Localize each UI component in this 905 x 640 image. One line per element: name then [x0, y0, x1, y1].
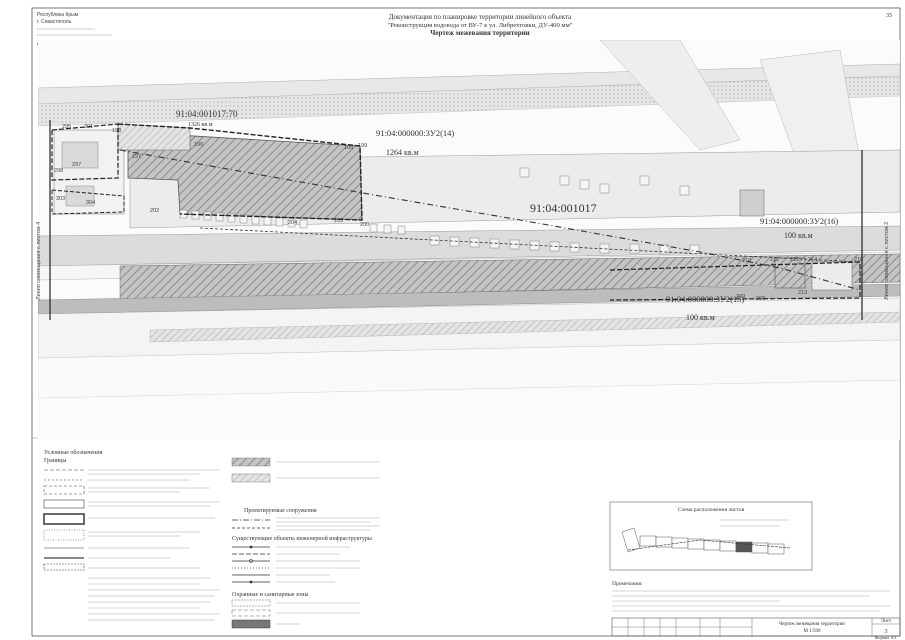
- match-line-left-label: Линия совмещения с листом 4: [36, 222, 42, 300]
- title-block: Чертеж межевания территории М 1:500 Лист…: [611, 617, 901, 637]
- legend-planned-descriptions: [276, 517, 380, 531]
- point-label: 301: [84, 124, 93, 130]
- header-subtitle: Чертеж межевания территории: [430, 29, 529, 37]
- point-label: 297: [72, 162, 81, 168]
- legend-planned-heading: Проектируемые сооружения: [244, 508, 317, 514]
- stamp-sheet-label: Лист: [881, 619, 892, 624]
- point-label: 208: [756, 296, 765, 302]
- legend: Условные обозначения Границы: [43, 449, 380, 629]
- point-labels: 295 301 198 197 108 199 190 297 298 303 …: [54, 124, 863, 302]
- point-label: 198: [112, 128, 121, 134]
- legend-title: Условные обозначения: [44, 449, 103, 456]
- point-label: 199: [358, 143, 367, 149]
- page-number: 35: [886, 13, 892, 19]
- key-plan: Схема расположения листов: [609, 501, 813, 571]
- parcel-label-p5: 91:04:000000:3У2(15): [666, 294, 744, 304]
- stamp-title: Чертеж межевания территории: [779, 622, 845, 627]
- header-title-line2: "Реконструкция водовода от ВУ-7 к ул. Ли…: [388, 22, 573, 29]
- point-label: 213: [798, 290, 807, 296]
- parcel-label-p2: 91:04:000000:3У2(14): [376, 128, 454, 138]
- notes-text: [612, 590, 890, 612]
- point-label: 203: [334, 218, 343, 224]
- point-label: 212: [790, 257, 799, 263]
- match-line-right-label: Линия совмещения с листом 2: [884, 222, 890, 300]
- legend-symbols-col1: [43, 469, 85, 571]
- legend-existing-symbols: [232, 545, 270, 584]
- parcel-area-p5: 100 кв.м: [686, 313, 715, 322]
- corner-note-line1: Республика Крым: [37, 12, 79, 18]
- legend-descriptions-col1: [88, 469, 220, 621]
- sheet-format: Формат А3: [875, 635, 897, 640]
- legend-existing-heading: Существующие объекты инженерной инфрастр…: [232, 535, 372, 542]
- stamp-sheet-number: 3: [885, 629, 888, 635]
- point-label: 204: [288, 220, 297, 226]
- legend-zones-descriptions: [276, 602, 360, 625]
- parcel-label-p1: 91:04:001017:70: [176, 109, 238, 119]
- legend-zones-symbols: [231, 599, 271, 629]
- point-label: 211: [770, 257, 779, 263]
- key-plan-title: Схема расположения листов: [678, 507, 745, 513]
- parcel-area-p1: 1326 кв.м: [188, 122, 213, 128]
- point-label: 200: [360, 222, 369, 228]
- legend-descriptions-col2: [276, 461, 380, 479]
- parcel-label-p3: 91:04:001017: [530, 201, 597, 215]
- point-label: 304: [86, 200, 95, 206]
- point-label: 202: [150, 208, 159, 214]
- point-label: 214: [808, 257, 817, 263]
- legend-existing-descriptions: [276, 546, 360, 583]
- point-label: 190: [194, 142, 203, 148]
- legend-zones-heading: Охранные и санитарные зоны: [232, 592, 309, 598]
- point-label: 197: [132, 154, 141, 160]
- legend-symbols-col2: [231, 457, 271, 483]
- point-label: 209: [736, 294, 745, 300]
- notes-title: Примечания:: [612, 581, 643, 587]
- stamp-scale: М 1:500: [803, 629, 821, 634]
- point-label: 215: [854, 257, 863, 263]
- header-title-line1: Документация по планировке территории ли…: [389, 13, 572, 21]
- parcel-area-p4: 100 кв.м: [784, 231, 813, 240]
- map-area: [38, 40, 900, 440]
- legend-planned-symbols: [232, 519, 270, 529]
- parcel-area-p2: 1264 кв.м: [386, 148, 419, 157]
- point-label: 295: [62, 124, 71, 130]
- legend-boundaries-heading: Границы: [44, 458, 66, 464]
- point-label: 210: [742, 258, 751, 264]
- corner-note-scribbles: [37, 28, 112, 36]
- point-label: 303: [56, 196, 65, 202]
- point-label: 108: [344, 145, 353, 151]
- corner-note-line2: г. Севастополь: [37, 19, 72, 25]
- parcel-label-p4: 91:04:000000:3У2(16): [760, 216, 838, 226]
- point-label: 298: [54, 168, 63, 174]
